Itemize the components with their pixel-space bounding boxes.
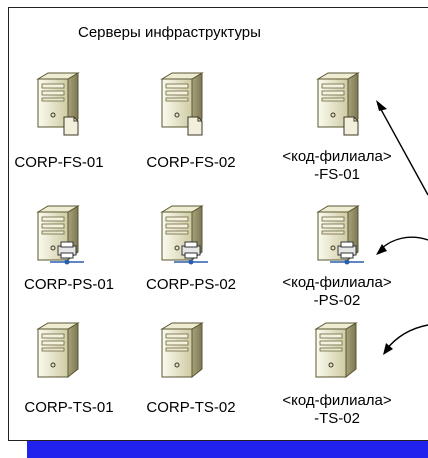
connector-arrow-fs	[377, 103, 428, 196]
arrowhead-icon	[376, 100, 387, 111]
server-label: CORP-FS-02	[146, 154, 236, 171]
arrowhead-icon	[383, 343, 393, 355]
server-label: <код-филиала> -FS-01	[282, 148, 392, 183]
group-title: Серверы инфраструктуры	[78, 24, 261, 41]
server-label: <код-филиала> -PS-02	[282, 274, 392, 309]
server-label: CORP-PS-01	[23, 276, 115, 293]
server-label: <код-филиала> -TS-02	[282, 392, 392, 427]
arrowhead-icon	[376, 244, 387, 255]
server-label: CORP-PS-02	[145, 276, 237, 293]
group-frame	[8, 7, 428, 441]
server-label: CORP-TS-02	[146, 399, 236, 416]
blue-bar	[27, 441, 428, 458]
server-label: CORP-TS-01	[24, 399, 114, 416]
server-label: CORP-FS-01	[14, 154, 104, 171]
